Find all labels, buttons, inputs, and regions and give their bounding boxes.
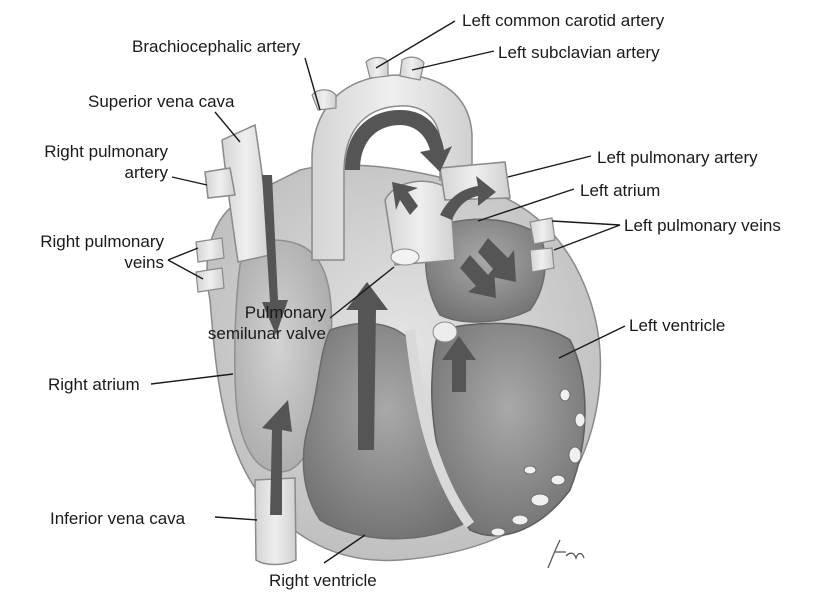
label-right-pulmonary-artery-line-2: artery xyxy=(16,162,168,183)
label-right-pulmonary-veins-line-1: Right pulmonary xyxy=(10,231,164,252)
left-pulmonary-vein-upper xyxy=(530,218,555,244)
pulmonary-valve xyxy=(391,249,419,265)
label-inferior-vena-cava: Inferior vena cava xyxy=(50,508,185,529)
label-left-ventricle: Left ventricle xyxy=(629,315,725,336)
right-pulmonary-artery-vessel xyxy=(205,168,235,198)
leader-left-pulmonary-veins-upper xyxy=(552,221,620,225)
artist-signature xyxy=(548,540,584,568)
label-pulmonary-semilunar-valve-line-2: semilunar valve xyxy=(60,323,326,344)
label-left-common-carotid-artery: Left common carotid artery xyxy=(462,10,664,31)
leader-right-pulmonary-artery xyxy=(172,177,207,185)
left-pulmonary-vein-lower xyxy=(530,248,554,272)
label-left-pulmonary-veins: Left pulmonary veins xyxy=(624,215,781,236)
label-superior-vena-cava: Superior vena cava xyxy=(88,91,234,112)
label-right-pulmonary-artery: Right pulmonary artery xyxy=(16,141,168,183)
label-brachiocephalic-artery: Brachiocephalic artery xyxy=(132,36,300,57)
label-right-pulmonary-veins-line-2: veins xyxy=(10,252,164,273)
leader-right-pulmonary-veins-upper xyxy=(168,248,198,260)
leader-inferior-vena-cava xyxy=(215,517,257,520)
label-pulmonary-semilunar-valve: Pulmonary semilunar valve xyxy=(60,302,326,344)
right-pulmonary-vein-upper xyxy=(196,238,224,262)
leader-right-pulmonary-veins-lower xyxy=(168,260,203,279)
label-pulmonary-semilunar-valve-line-1: Pulmonary xyxy=(60,302,326,323)
right-pulmonary-vein-lower xyxy=(196,268,224,292)
label-right-pulmonary-artery-line-1: Right pulmonary xyxy=(16,141,168,162)
mitral-valve xyxy=(433,322,457,342)
label-left-pulmonary-artery: Left pulmonary artery xyxy=(597,147,758,168)
leader-brachiocephalic xyxy=(305,58,320,110)
leader-left-pulmonary-artery xyxy=(508,156,591,177)
label-left-subclavian-artery: Left subclavian artery xyxy=(498,42,660,63)
label-right-ventricle: Right ventricle xyxy=(269,570,377,591)
label-right-atrium: Right atrium xyxy=(48,374,140,395)
label-right-pulmonary-veins: Right pulmonary veins xyxy=(10,231,164,273)
leader-left-subclavian xyxy=(412,51,494,70)
leader-left-pulmonary-veins-lower xyxy=(554,225,620,250)
label-left-atrium: Left atrium xyxy=(580,180,660,201)
